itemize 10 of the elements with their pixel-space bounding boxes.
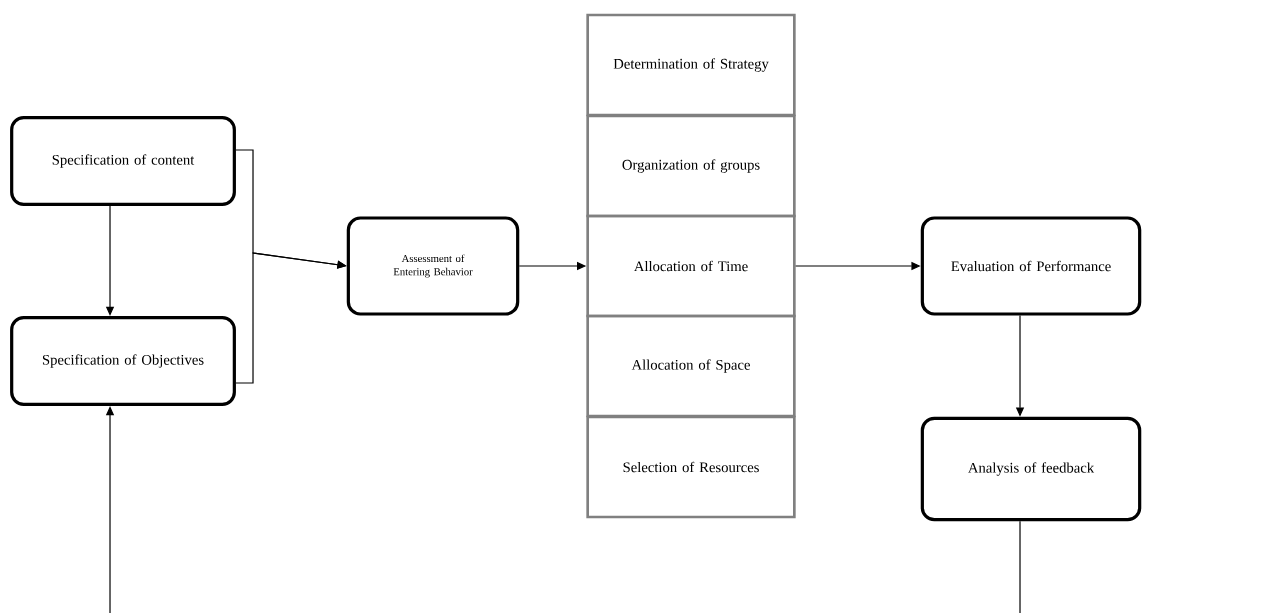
step-cell: Allocation of Space	[586, 314, 796, 418]
step-cell: Selection of Resources	[586, 415, 796, 519]
process-box: Assessment of Entering Behavior	[346, 216, 520, 316]
process-box: Specification of content	[10, 116, 236, 206]
step-cell: Determination of Strategy	[586, 13, 796, 117]
process-box: Specification of Objectives	[10, 316, 236, 406]
process-box: Evaluation of Performance	[920, 216, 1142, 316]
step-cell: Organization of groups	[586, 114, 796, 218]
step-cell: Allocation of Time	[586, 214, 796, 318]
process-box: Analysis of feedback	[920, 416, 1142, 522]
